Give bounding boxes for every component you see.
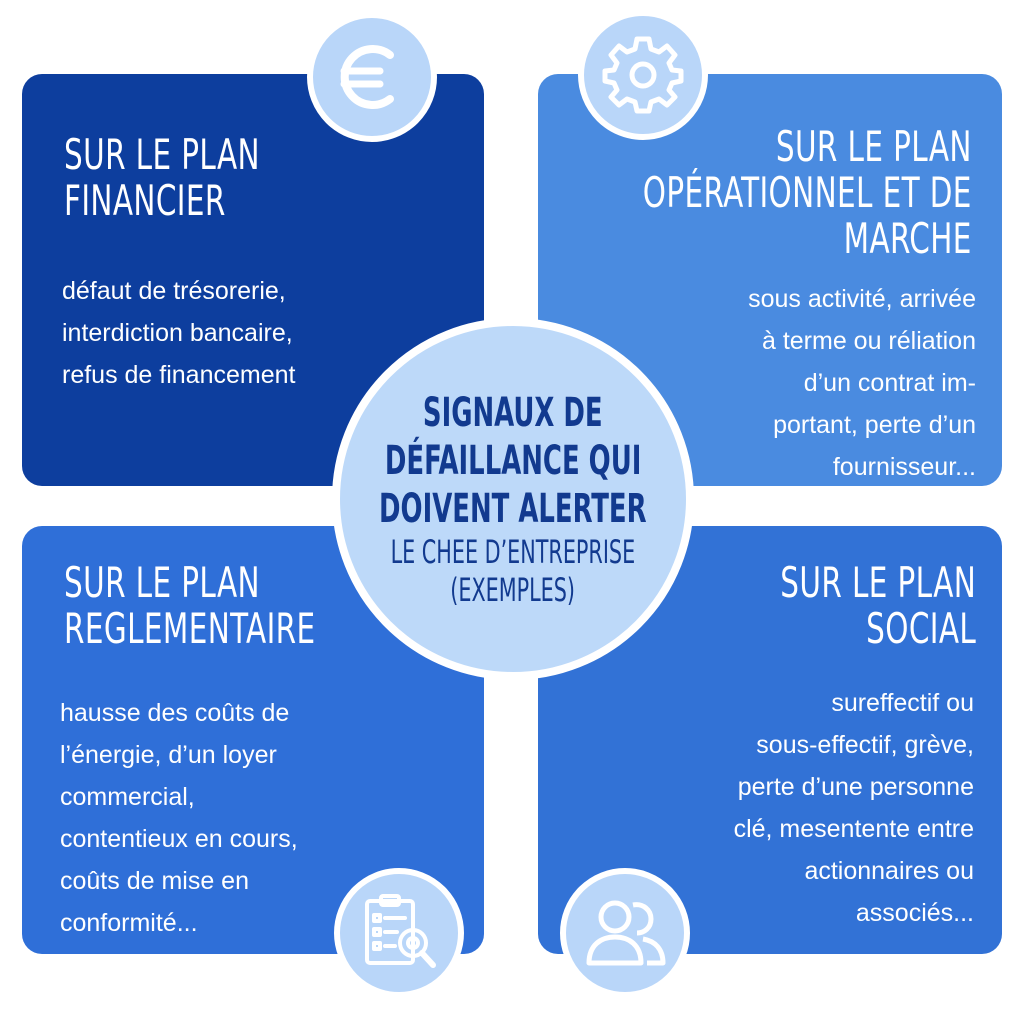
euro-icon — [340, 45, 394, 109]
center-title-line: SIGNAUX DE — [423, 390, 603, 436]
operationnel-heading: SUR LE PLAN OPÉRATIONNEL ET DE MARCHE — [642, 122, 972, 263]
gear-icon-badge — [578, 10, 708, 140]
social-body: sureffectif ou sous-effectif, grève, per… — [733, 689, 974, 927]
people-icon-badge — [560, 868, 690, 998]
center-subtitle-line: (EXEMPLES) — [450, 571, 576, 609]
people-icon — [586, 900, 666, 966]
operationnel-body: sous activité, arrivée à terme ou réliat… — [748, 285, 976, 481]
center-title-line: DOIVENT ALERTER — [379, 486, 647, 532]
document-search-icon-badge — [334, 868, 464, 998]
gear-icon — [602, 36, 684, 114]
reglementaire-body: hausse des coûts de l’énergie, d’un loye… — [60, 699, 298, 937]
document-search-icon — [365, 894, 436, 968]
reglementaire-heading: SUR LE PLAN REGLEMENTAIRE — [64, 558, 316, 653]
center-title-line: DÉFAILLANCE QUI — [384, 438, 642, 484]
center-title: SIGNAUX DE DÉFAILLANCE QUI DOIVENT ALERT… — [332, 318, 694, 680]
social-heading: SUR LE PLAN SOCIAL — [780, 558, 976, 653]
financier-body: défaut de trésorerie, interdiction banca… — [62, 277, 296, 389]
center-subtitle-line: LE CHEE D’ENTREPRISE — [390, 533, 636, 571]
euro-icon-badge — [307, 12, 437, 142]
financier-heading: SUR LE PLAN FINANCIER — [64, 130, 260, 225]
card-financier: SUR LE PLAN FINANCIER défaut de trésorer… — [22, 74, 484, 486]
